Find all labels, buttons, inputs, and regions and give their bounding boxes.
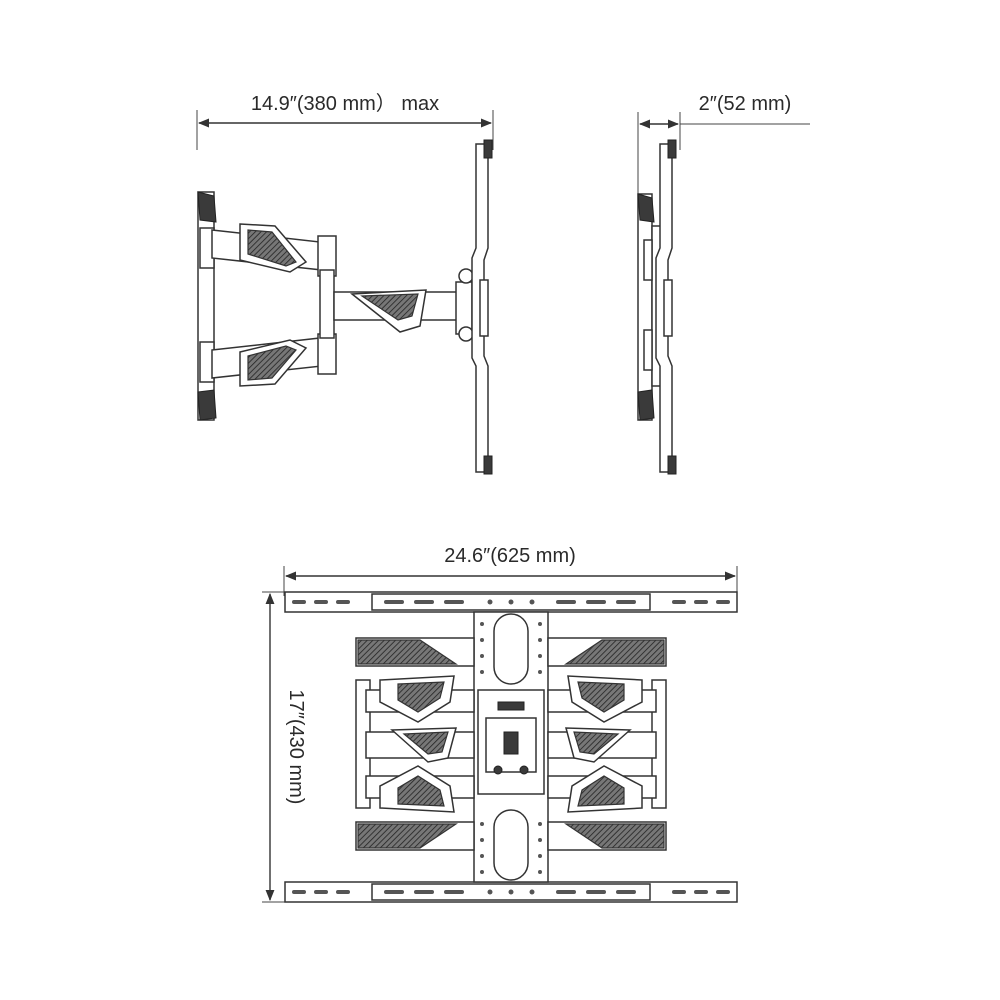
arm-extension-label: 14.9″(380 mm） max — [251, 92, 439, 115]
middle-arm-side — [333, 268, 474, 342]
upper-arm-side — [211, 223, 337, 277]
outer-arm-top-right — [547, 637, 667, 667]
tv-bracket-side — [471, 139, 493, 475]
inner-arm-upper-left — [365, 675, 475, 723]
front-view: 24.6″(625 mm) 17″(430 mm) — [262, 545, 738, 903]
side-view-folded: 2″(52 mm) — [637, 93, 810, 475]
inner-arm-lower-right — [547, 765, 657, 813]
middle-arm-left — [365, 727, 475, 763]
bottom-rail — [284, 881, 738, 903]
front-height-dimension: 17″(430 mm) — [262, 591, 307, 903]
inner-arm-lower-left — [365, 765, 475, 813]
front-height-label: 17″(430 mm) — [285, 690, 307, 805]
inner-arm-upper-right — [547, 675, 657, 723]
middle-arm-right — [547, 727, 657, 763]
depth-label: 2″(52 mm) — [699, 93, 792, 115]
central-spine — [473, 611, 549, 883]
outer-arm-top-left — [355, 637, 475, 667]
lower-arm-side — [211, 333, 337, 387]
front-width-label: 24.6″(625 mm) — [444, 545, 576, 567]
top-rail — [284, 591, 738, 613]
depth-dimension: 2″(52 mm) — [637, 93, 810, 200]
outer-arm-bottom-left — [355, 821, 475, 851]
outer-arm-bottom-right — [547, 821, 667, 851]
front-width-dimension: 24.6″(625 mm) — [283, 545, 738, 596]
side-view-extended: 14.9″(380 mm） max — [196, 92, 494, 475]
wall-plate-side — [197, 191, 217, 421]
arm-extension-dimension: 14.9″(380 mm） max — [196, 92, 494, 150]
